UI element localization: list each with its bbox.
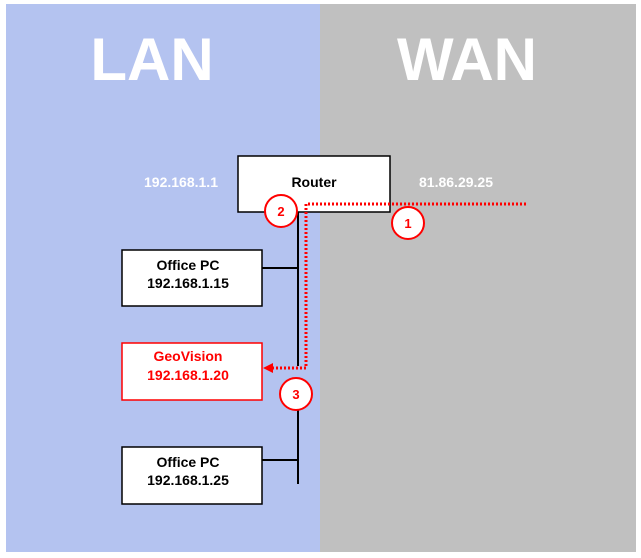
- geovision-name: GeoVision: [154, 348, 223, 364]
- step-number: 1: [404, 216, 411, 231]
- office-pc-2-box: [121, 446, 263, 505]
- step-number: 2: [277, 204, 284, 219]
- step-number: 3: [292, 387, 299, 402]
- wan-title: WAN: [397, 26, 537, 93]
- wan-zone: [320, 4, 636, 552]
- lan-title: LAN: [90, 26, 213, 93]
- forward-path: [263, 202, 526, 373]
- office-pc-2-name: Office PC: [156, 454, 219, 470]
- router-lan-ip: 192.168.1.1: [144, 174, 218, 190]
- office-pc-2-ip: 192.168.1.25: [147, 472, 229, 488]
- office-pc-1-name: Office PC: [156, 257, 219, 273]
- router-label: Router: [291, 174, 337, 190]
- step-marker-2: 2: [264, 194, 298, 228]
- geovision-ip: 192.168.1.20: [147, 367, 229, 383]
- office-pc-1-box: [121, 249, 263, 307]
- step-marker-1: 1: [391, 206, 425, 240]
- office-pc-1-ip: 192.168.1.15: [147, 275, 229, 291]
- geovision-box: [121, 342, 263, 401]
- router-wan-ip: 81.86.29.25: [419, 174, 493, 190]
- step-marker-3: 3: [279, 377, 313, 411]
